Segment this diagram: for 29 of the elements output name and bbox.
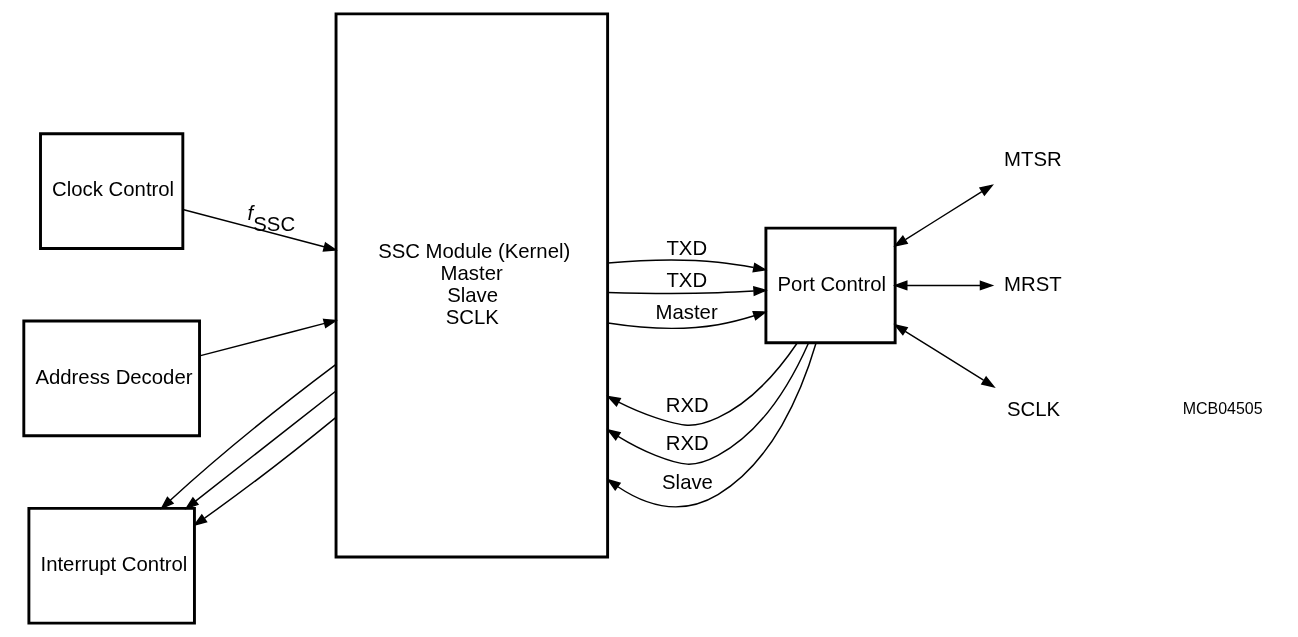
arrow xyxy=(606,342,798,426)
arrow xyxy=(606,342,817,508)
node-box: Address Decoder xyxy=(22,319,201,438)
arrow xyxy=(893,323,996,388)
edge-label: TXD xyxy=(666,269,708,292)
node-text: MRST xyxy=(1004,272,1062,295)
arrow xyxy=(198,318,339,357)
arrow xyxy=(607,311,768,330)
arrow xyxy=(182,208,338,252)
node-text: MTSR xyxy=(1004,147,1062,170)
arrow xyxy=(607,286,768,297)
node-text: SCLK xyxy=(1006,397,1061,420)
arrow xyxy=(607,259,768,273)
node-box: Interrupt Control xyxy=(27,506,196,625)
edge-label: Slave xyxy=(662,471,713,494)
edge-label: Master xyxy=(655,301,718,324)
arrow xyxy=(606,342,810,465)
node-box: Port Control xyxy=(764,226,897,345)
edge-label: RXD xyxy=(665,394,709,417)
arrow xyxy=(893,184,994,248)
arrow xyxy=(160,363,337,510)
arrow xyxy=(192,416,337,527)
arrow xyxy=(184,390,337,510)
label: MCB04505 xyxy=(1182,400,1263,418)
edge-label: RXD xyxy=(665,431,709,454)
edge-label: TXD xyxy=(666,237,708,260)
arrow xyxy=(892,280,995,291)
node-box: SSC Module (Kernel) Master Slave SCLK xyxy=(334,12,610,559)
node-box: Clock Control xyxy=(39,132,185,250)
